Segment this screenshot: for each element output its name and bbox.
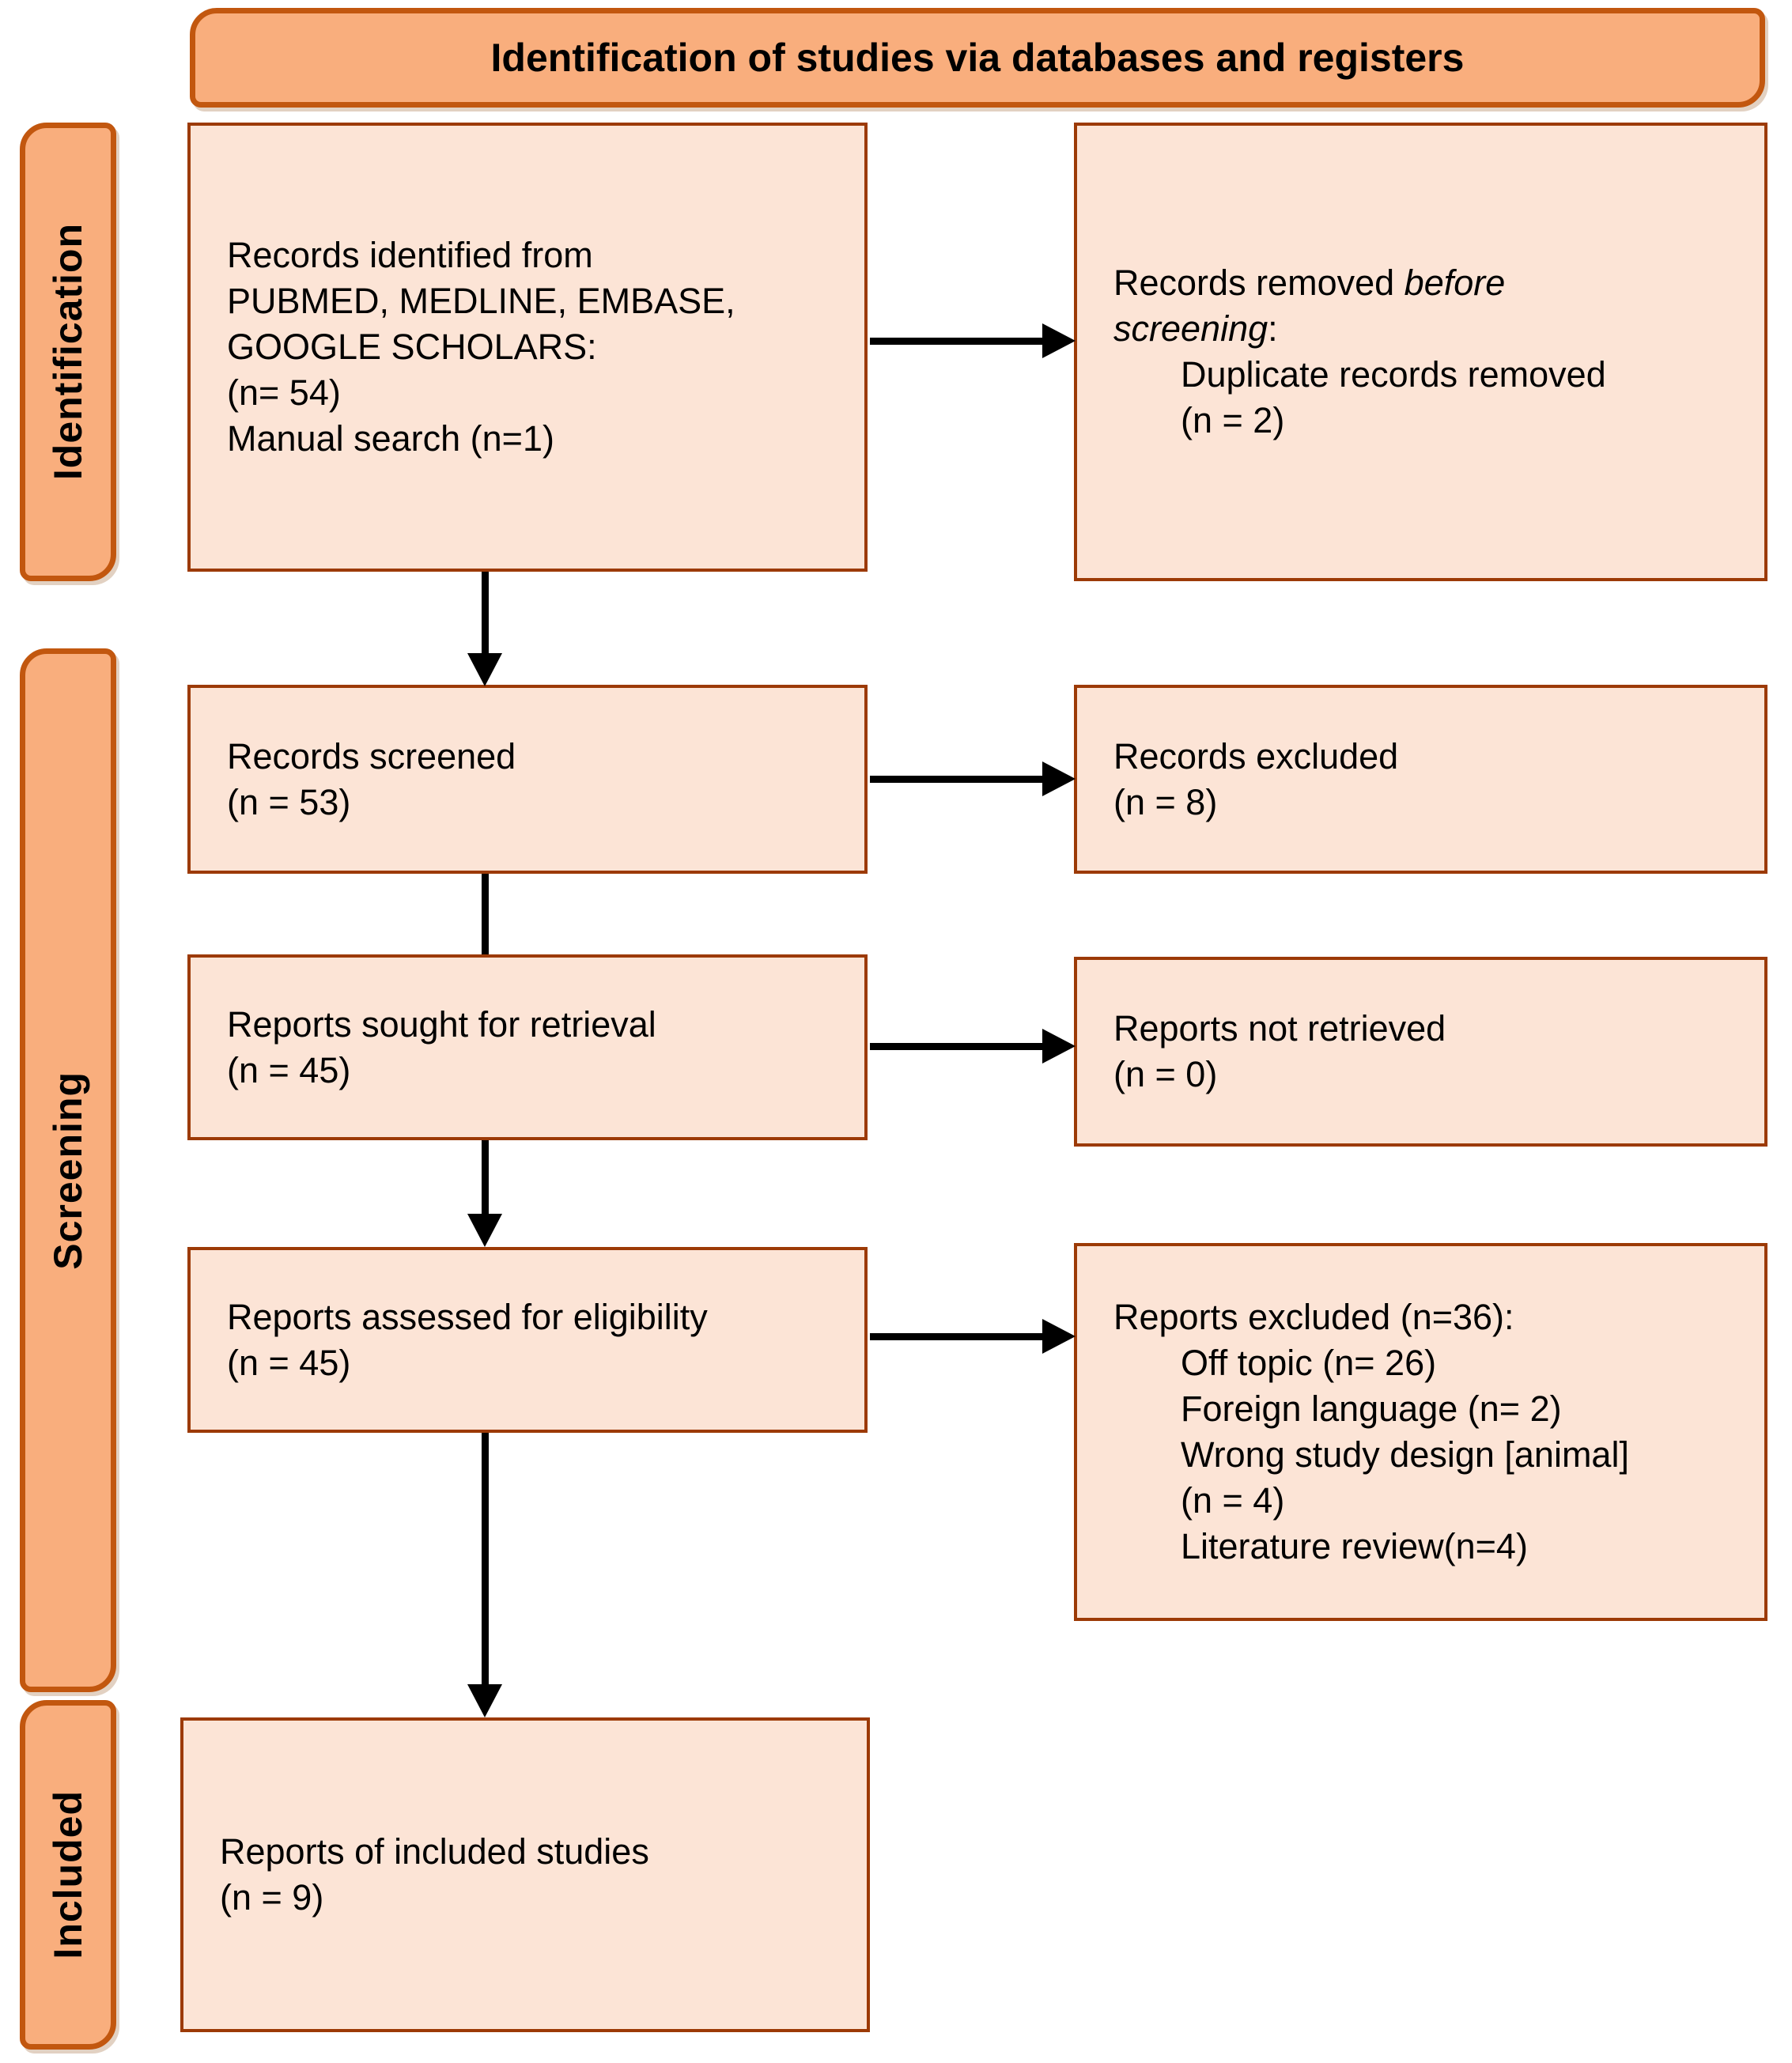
box-text-line: (n = 8) [1113, 781, 1218, 822]
records-removed-suffix: : [1268, 308, 1278, 349]
box-text-line: Duplicate records removed [1181, 354, 1606, 395]
diagram-title: Identification of studies via databases … [490, 36, 1465, 80]
arrow-assessed-to-included-line [482, 1433, 489, 1687]
arrow-assessed-to-excluded-head [1042, 1319, 1076, 1354]
arrow-screened-to-excluded-head [1042, 761, 1076, 796]
box-text-line: Records identified from [227, 235, 593, 275]
box-records-excluded: Records excluded (n = 8) [1074, 685, 1767, 874]
records-removed-italic-1: before [1404, 263, 1506, 303]
stage-included: Included [20, 1700, 116, 2050]
box-text-line: Reports excluded (n=36): [1113, 1297, 1514, 1337]
arrow-identified-to-screened-head [467, 653, 502, 686]
box-text-line: (n = 9) [220, 1877, 324, 1918]
connector-screened-to-sought-line [482, 874, 489, 954]
box-text-line: (n = 0) [1113, 1054, 1218, 1094]
arrow-assessed-to-excluded-line [870, 1333, 1044, 1340]
arrow-assessed-to-included-head [467, 1684, 502, 1717]
box-text-line: Literature review(n=4) [1181, 1526, 1528, 1566]
arrow-sought-to-notretrieved-line [870, 1043, 1044, 1050]
box-reports-assessed: Reports assessed for eligibility (n = 45) [187, 1247, 868, 1433]
arrow-sought-to-assessed-head [467, 1214, 502, 1247]
records-removed-italic-2: screening [1113, 308, 1268, 349]
arrow-sought-to-notretrieved-head [1042, 1029, 1076, 1064]
box-text-line: Wrong study design [animal] [1181, 1434, 1629, 1475]
title-banner: Identification of studies via databases … [190, 8, 1765, 108]
box-text-line: Records removed before [1113, 260, 1745, 306]
box-text-line: Reports sought for retrieval [227, 1003, 656, 1045]
box-text-line: (n = 53) [227, 781, 351, 822]
box-text-line: (n = 2) [1181, 400, 1285, 440]
box-text-line: (n = 45) [227, 1049, 351, 1090]
box-text-line: (n = 45) [227, 1342, 351, 1383]
box-text-line: Reports not retrieved [1113, 1008, 1446, 1049]
stage-screening: Screening [20, 648, 116, 1692]
box-text-line: Off topic (n= 26) [1181, 1343, 1437, 1383]
box-records-removed: Records removed before screening: Duplic… [1074, 123, 1767, 581]
box-text-line: screening: [1113, 306, 1745, 352]
box-text-line: Manual search (n=1) [227, 418, 554, 459]
box-reports-sought: Reports sought for retrieval(n = 45) [187, 954, 868, 1140]
stage-identification: Identification [20, 123, 116, 581]
box-text-line: Foreign language (n= 2) [1181, 1389, 1562, 1429]
box-reports-not-retrieved: Reports not retrieved (n = 0) [1074, 957, 1767, 1147]
box-text-line: Records excluded [1113, 735, 1399, 776]
box-text-line: (n= 54) [227, 372, 341, 413]
stage-included-label: Included [46, 1790, 90, 1959]
box-text-line: Reports of included studies [220, 1831, 649, 1872]
arrow-identified-to-removed-head [1042, 323, 1076, 358]
box-text-line: GOOGLE SCHOLARS: [227, 327, 597, 367]
box-reports-included: Reports of included studies (n = 9) [180, 1717, 870, 2032]
arrow-identified-to-screened-line [482, 572, 489, 656]
arrow-screened-to-excluded-line [870, 776, 1044, 783]
stage-screening-label: Screening [46, 1071, 90, 1270]
box-text-line: Records screened [227, 735, 516, 776]
box-reports-excluded: Reports excluded (n=36): Off topic (n= 26… [1074, 1243, 1767, 1621]
box-records-screened: Records screened (n = 53) [187, 685, 868, 874]
box-text-line: Reports assessed for eligibility [227, 1296, 708, 1337]
arrow-identified-to-removed-line [870, 338, 1044, 345]
stage-identification-label: Identification [46, 223, 90, 481]
arrow-sought-to-assessed-line [482, 1140, 489, 1217]
box-text-line: (n = 4) [1181, 1480, 1285, 1521]
records-removed-prefix: Records removed [1113, 263, 1395, 303]
box-text-line: PUBMED, MEDLINE, EMBASE, [227, 281, 735, 321]
